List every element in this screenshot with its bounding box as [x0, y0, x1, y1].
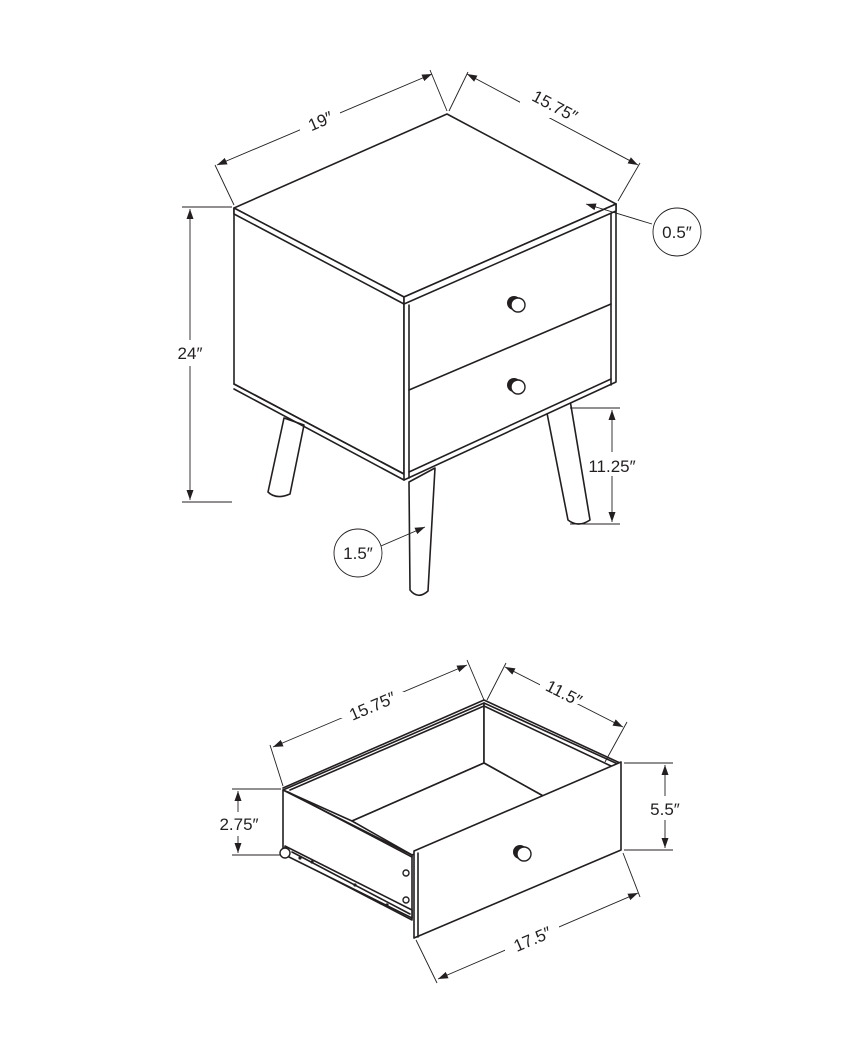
leg-front — [408, 467, 436, 597]
drawer-knob-top — [507, 296, 526, 313]
leg-back-left — [267, 417, 305, 498]
top-thickness-label: 0.5″ — [662, 223, 692, 242]
drawer-left-side — [282, 789, 413, 921]
leg-diameter-label: 1.5″ — [343, 544, 373, 563]
nightstand-drawing — [233, 113, 617, 597]
drawer-knob — [513, 845, 532, 862]
drawer-dimensions: 15.75″ 11.5″ 2.75″ 5.5″ 17.5″ — [212, 659, 686, 984]
height-label: 24″ — [178, 344, 203, 363]
leg-height-label: 11.25″ — [588, 457, 635, 476]
drawer-side-height-label: 2.75″ — [219, 815, 258, 834]
drawer-front-height-label: 5.5″ — [650, 800, 680, 819]
drawer-drawing — [279, 699, 622, 939]
drawer-knob-bottom — [507, 378, 526, 395]
nightstand-dimensions: 19″ 15.75″ 24″ 11.25″ 0.5″ 1.5″ — [168, 69, 702, 578]
leg-back-right — [545, 399, 591, 525]
